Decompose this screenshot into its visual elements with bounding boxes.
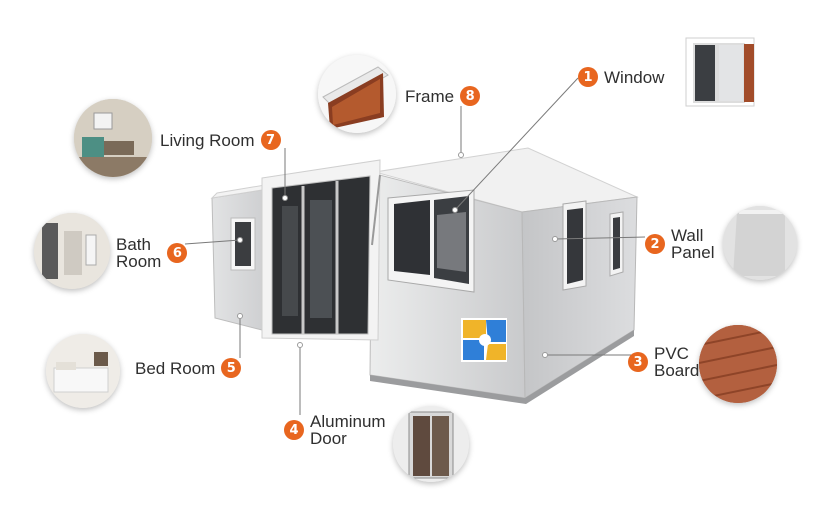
- label-frame: Frame: [405, 86, 455, 106]
- badge-7: 7: [260, 130, 281, 150]
- bed-room-thumbnail: [46, 334, 120, 408]
- label-living-room: Living Room: [160, 130, 255, 150]
- label-panel: Panel: [671, 243, 715, 262]
- label-window: Window: [604, 67, 665, 87]
- aluminum-door-thumbnail: [393, 406, 469, 482]
- callout-frame: Frame 8: [405, 86, 481, 106]
- callout-window: 1 Window: [578, 67, 664, 87]
- bath-room-thumbnail: [34, 213, 110, 289]
- label-door: Door: [310, 429, 347, 448]
- window-thumbnail: [684, 36, 756, 108]
- badge-1: 1: [578, 67, 598, 87]
- logo-icon: [461, 318, 507, 362]
- label-room: Room: [116, 252, 162, 271]
- badge-8: 8: [460, 86, 481, 106]
- callout-bed-room: Bed Room 5: [135, 358, 242, 378]
- label-board: Board: [654, 361, 700, 380]
- badge-2: 2: [645, 234, 665, 254]
- living-room-thumbnail: [74, 99, 152, 177]
- label-pvc: PVC: [654, 344, 689, 363]
- frame-thumbnail: [318, 55, 396, 133]
- wall-panel-thumbnail: [723, 206, 797, 280]
- label-bed-room: Bed Room: [135, 358, 216, 378]
- badge-5: 5: [221, 358, 242, 378]
- pvc-board-thumbnail: [699, 325, 777, 403]
- label-wall: Wall: [671, 226, 704, 245]
- label-aluminum: Aluminum: [310, 412, 386, 431]
- callout-living-room: Living Room 7: [160, 130, 281, 150]
- badge-3: 3: [628, 352, 648, 372]
- badge-4: 4: [284, 420, 304, 440]
- label-bath: Bath: [116, 235, 151, 254]
- badge-6: 6: [167, 243, 188, 263]
